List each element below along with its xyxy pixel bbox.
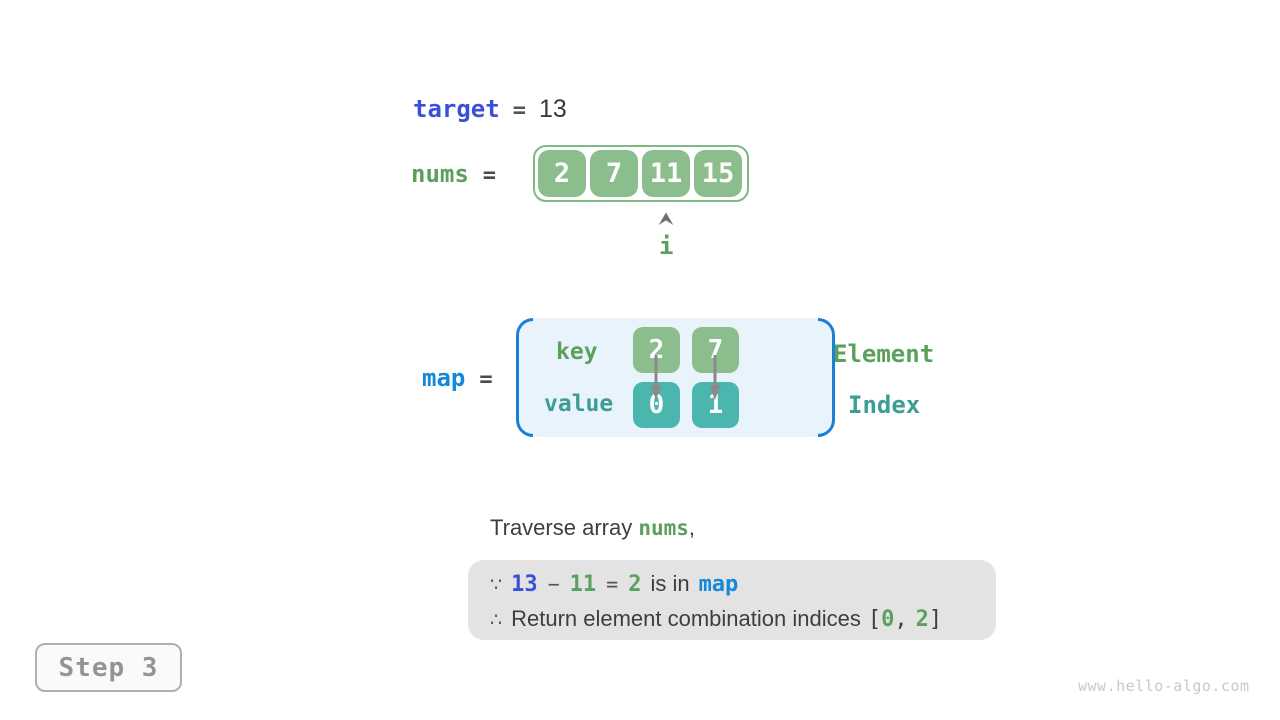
key-row-label: key: [556, 339, 598, 365]
result-box: ∵ 13 − 11 = 2 is in map ∴ Return element…: [468, 560, 996, 640]
map-left-bracket: [516, 318, 533, 437]
is-in-text: is in: [650, 571, 690, 596]
step-badge-label: Step 3: [58, 652, 159, 683]
index-pointer-caret-icon: [658, 212, 674, 225]
map-value-cell-1: 1: [692, 382, 739, 428]
subtrahend-value: 11: [569, 572, 597, 597]
array-cell-3: 15: [694, 150, 742, 197]
because-symbol: ∵: [490, 575, 503, 596]
return-text: Return element combination indices: [511, 606, 861, 631]
minuend-value: 13: [511, 572, 538, 597]
caption-suffix: ,: [688, 515, 696, 540]
difference-value: 2: [628, 572, 642, 597]
caption-code-nums: nums: [638, 516, 689, 540]
map-variable: map: [422, 364, 466, 392]
open-bracket: [: [867, 607, 882, 632]
caption-text: Traverse array nums,: [490, 515, 695, 541]
step-badge: Step 3: [35, 643, 182, 692]
map-assignment-label: map =: [422, 364, 493, 392]
map-right-bracket: [818, 318, 835, 437]
map-container: key value 2 7 0 1: [516, 318, 835, 437]
index-legend-label: Index: [848, 391, 921, 419]
result-line-1: ∵ 13 − 11 = 2 is in map: [490, 571, 976, 606]
map-code-ref: map: [698, 572, 739, 597]
element-legend-label: Element: [833, 340, 935, 368]
minus-sign: −: [547, 572, 560, 596]
key-to-value-arrow-icon: [709, 355, 721, 400]
result-index-0: 0: [881, 607, 895, 632]
nums-array: 2 7 11 15: [533, 145, 749, 202]
comma: ,: [894, 607, 908, 632]
therefore-symbol: ∴: [490, 610, 503, 631]
target-value: 13: [538, 95, 567, 123]
index-pointer-label: i: [659, 232, 674, 260]
equals-sign: =: [479, 367, 493, 392]
array-cell-1: 7: [590, 150, 638, 197]
watermark: www.hello-algo.com: [1078, 677, 1250, 695]
value-row-label: value: [544, 391, 614, 417]
target-assignment: target = 13: [413, 95, 567, 124]
result-index-1: 2: [915, 607, 929, 632]
equals-sign: =: [606, 572, 619, 596]
key-to-value-arrow-icon: [650, 355, 662, 400]
nums-assignment-label: nums =: [411, 160, 496, 188]
caption-prefix: Traverse array: [490, 515, 639, 540]
array-cell-0: 2: [538, 150, 586, 197]
array-cell-2: 11: [642, 150, 690, 197]
nums-variable: nums: [411, 160, 469, 188]
target-variable: target: [413, 95, 500, 123]
map-value-cell-0: 0: [633, 382, 680, 428]
equals-sign: =: [512, 98, 526, 123]
result-line-2: ∴ Return element combination indices [ 0…: [490, 606, 976, 641]
close-bracket: ]: [928, 607, 943, 632]
equals-sign: =: [482, 163, 497, 188]
